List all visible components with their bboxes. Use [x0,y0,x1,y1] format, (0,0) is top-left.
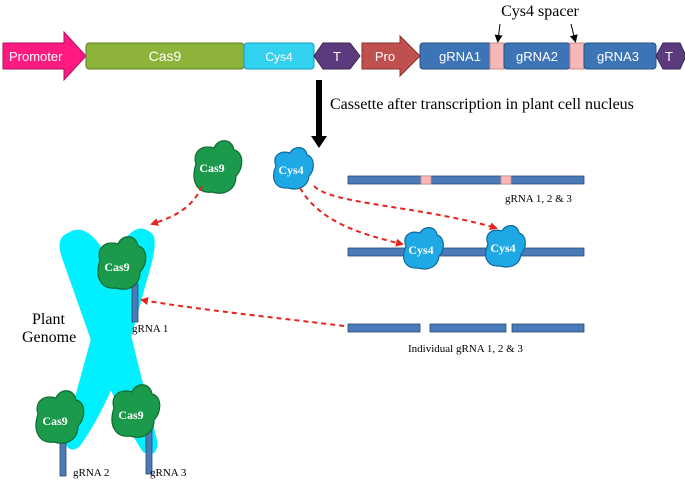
cas9-genome-bottom-right-label: Cas9 [118,408,143,422]
arrow-grna-to-genome [140,297,345,327]
genome-label-line2: Genome [22,329,76,346]
cas9-genome-top-label: Cas9 [104,260,129,274]
grna3-block-label: gRNA3 [597,49,639,64]
spacer-1 [489,42,505,70]
cas9-free-label: Cas9 [199,161,224,175]
cas9-protein-genome-bottom-left: Cas9 [35,390,85,444]
spacer-pointer-right [569,23,578,43]
grna1-block-label: gRNA1 [439,49,481,64]
promoter-block [2,30,87,82]
terminator-block-2 [655,42,685,70]
arrow-cas9-to-genome [150,185,203,226]
cas9-protein-genome-bottom-right: Cas9 [111,384,161,438]
cas9-protein-free: Cas9 [193,140,243,194]
cas9-block-label: Cas9 [149,48,182,64]
transcription-arrow [311,80,327,148]
promoter-label: Promoter [9,49,63,64]
full-transcript-label: gRNA 1, 2 & 3 [505,193,572,205]
cys4-protein-bound-2: Cys4 [485,225,526,268]
arrow-cys4-to-bound-1 [299,187,404,247]
expression-cassette: Promoter Cas9 Cys4 T Pro gRNA1 gRNA2 gRN… [2,3,685,82]
cleavage-transcript [347,247,585,257]
cys4-free-label: Cys4 [278,163,303,177]
genome-grna2-label: gRNA 2 [73,467,109,479]
genome-grna1-label: gRNA 1 [132,323,168,335]
pro-block [361,34,421,78]
cas9-protein-genome-top: Cas9 [97,236,147,290]
cys4-protein-bound-1: Cys4 [403,227,444,270]
individual-grnas [347,323,585,333]
transcription-label: Cassette after transcription in plant ce… [330,96,634,113]
grna2-block-label: gRNA2 [516,49,558,64]
full-transcript [347,175,585,185]
genome-grna3-label: gRNA 3 [150,467,187,479]
cys4-bound-2-label: Cys4 [490,241,515,255]
dashed-arrows [140,185,498,327]
arrow-cys4-to-bound-2 [313,185,498,231]
cas9-genome-bottom-left-label: Cas9 [42,414,67,428]
cys4-block-label: Cys4 [265,50,293,64]
terminator-block-1 [313,42,361,70]
genome-grna1-bar [131,283,139,323]
terminator-1-label: T [333,49,341,64]
cys4-bound-1-label: Cys4 [408,243,433,257]
pro-label: Pro [375,49,395,64]
genome-label-line1: Plant [32,311,65,328]
spacer-pointer-left [494,23,503,43]
spacer-2 [569,42,585,70]
spacer-label: Cys4 spacer [501,3,579,20]
cys4-protein-free: Cys4 [273,147,314,190]
individual-grnas-label: Individual gRNA 1, 2 & 3 [408,343,523,355]
terminator-2-label: T [665,49,673,64]
